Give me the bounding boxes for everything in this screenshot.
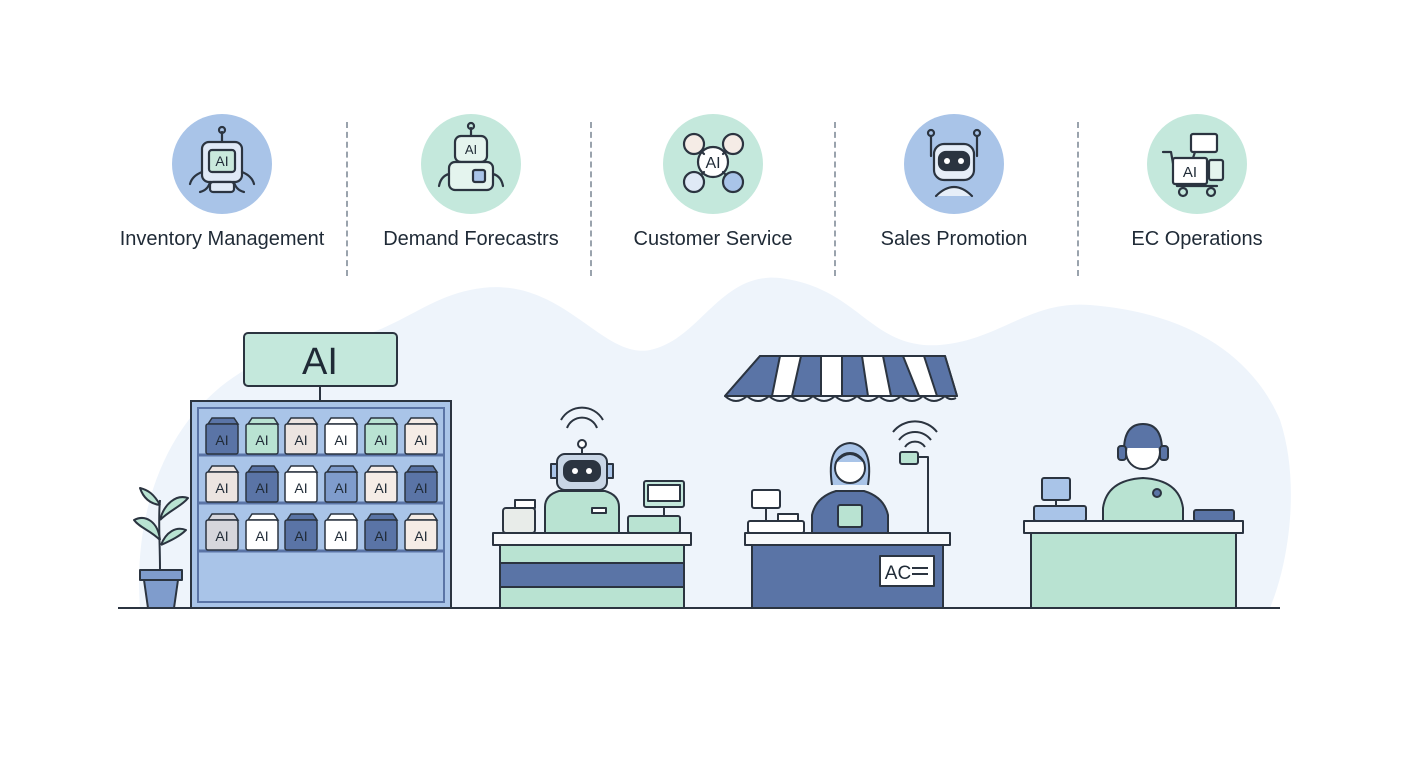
category-inventory-management[interactable]: AI Inventory Management [102,114,342,251]
product-box-lid [246,417,280,425]
cashier: AC [744,420,951,609]
product-box [284,519,318,551]
product-box-label: AI [334,480,347,496]
product-box [284,471,318,503]
headset-clerk [1023,423,1244,609]
divider [1077,122,1079,276]
product-box-lid [365,465,399,473]
category-label: Inventory Management [119,228,325,250]
category-customer-service[interactable]: AI Customer Service [593,114,833,251]
product-box-label: AI [255,528,268,544]
badge-ec: AI [1147,114,1247,214]
divider [590,122,592,276]
product-box [205,519,239,551]
product-box-lid [285,417,319,425]
product-box [324,423,358,455]
product-box-lid [206,465,240,473]
product-box [324,519,358,551]
product-box [284,423,318,455]
ai-sign-board [243,332,398,387]
product-box-lid [285,465,319,473]
robot-checkout [492,406,692,609]
product-box-label: AI [255,480,268,496]
product-box [245,423,279,455]
counter-sign-plate [879,555,935,587]
product-box-lid [206,513,240,521]
product-box-label: AI [374,480,387,496]
product-box-label: AI [255,432,268,448]
product-box [404,519,438,551]
divider [834,122,836,276]
product-box-lid [405,513,439,521]
awning-stall [724,355,958,402]
product-box-lid [365,417,399,425]
category-sales-promotion[interactable]: Sales Promotion [834,114,1074,251]
product-box-label: AI [215,480,228,496]
product-box-label: AI [294,528,307,544]
badge-customer: AI [663,114,763,214]
category-label: Customer Service [633,228,793,250]
product-box-lid [325,417,359,425]
shelf-boxes: AI AI AI AI AI AI AI AI AI AI AI AI AI AI AI AI AI AI [205,417,439,551]
product-box-lid [206,417,240,425]
product-box-lid [285,513,319,521]
shopping-cart-icon: AI [1161,132,1225,198]
product-box-label: AI [294,432,307,448]
category-label: EC Operations [1131,228,1263,250]
robot-icon-text: AI [215,153,228,169]
product-box-label: AI [215,528,228,544]
product-box-lid [325,513,359,521]
product-box [245,519,279,551]
product-box-label: AI [334,432,347,448]
product-box-label: AI [414,432,427,448]
robot-icon: AI [188,125,256,194]
category-ec-operations[interactable]: AI EC Operations [1077,114,1317,251]
product-box-label: AI [374,528,387,544]
product-box [245,471,279,503]
product-box [404,423,438,455]
product-box [205,423,239,455]
product-box [364,471,398,503]
network-icon-text: AI [705,155,720,172]
product-box [324,471,358,503]
product-box-lid [405,465,439,473]
product-box [205,471,239,503]
product-box-lid [246,465,280,473]
category-label: Demand Forecastrs [383,228,559,250]
robot-icon: AI [437,121,505,192]
product-box-lid [365,513,399,521]
ai-shelf: AI [190,332,452,609]
product-box-label: AI [374,432,387,448]
product-box-label: AI [414,528,427,544]
product-box-label: AI [215,432,228,448]
divider [346,122,348,276]
product-box-label: AI [414,480,427,496]
badge-inventory: AI [172,114,272,214]
product-box [364,423,398,455]
product-box [404,471,438,503]
category-label: Sales Promotion [880,228,1028,250]
product-box-label: AI [294,480,307,496]
robot-icon-text: AI [465,142,477,157]
product-box [364,519,398,551]
category-demand-forecasts[interactable]: AI Demand Forecastrs [351,114,591,251]
product-box-label: AI [334,528,347,544]
badge-demand: AI [421,114,521,214]
counter-sign-text: AC [885,563,911,584]
robot-head-icon [926,128,982,198]
plant-icon [133,487,189,609]
product-box-lid [246,513,280,521]
ai-sign-text: AI [302,341,338,383]
product-box-lid [325,465,359,473]
network-icon: AI [682,132,745,194]
product-box-lid [405,417,439,425]
cart-icon-text: AI [1183,164,1197,181]
badge-sales [904,114,1004,214]
